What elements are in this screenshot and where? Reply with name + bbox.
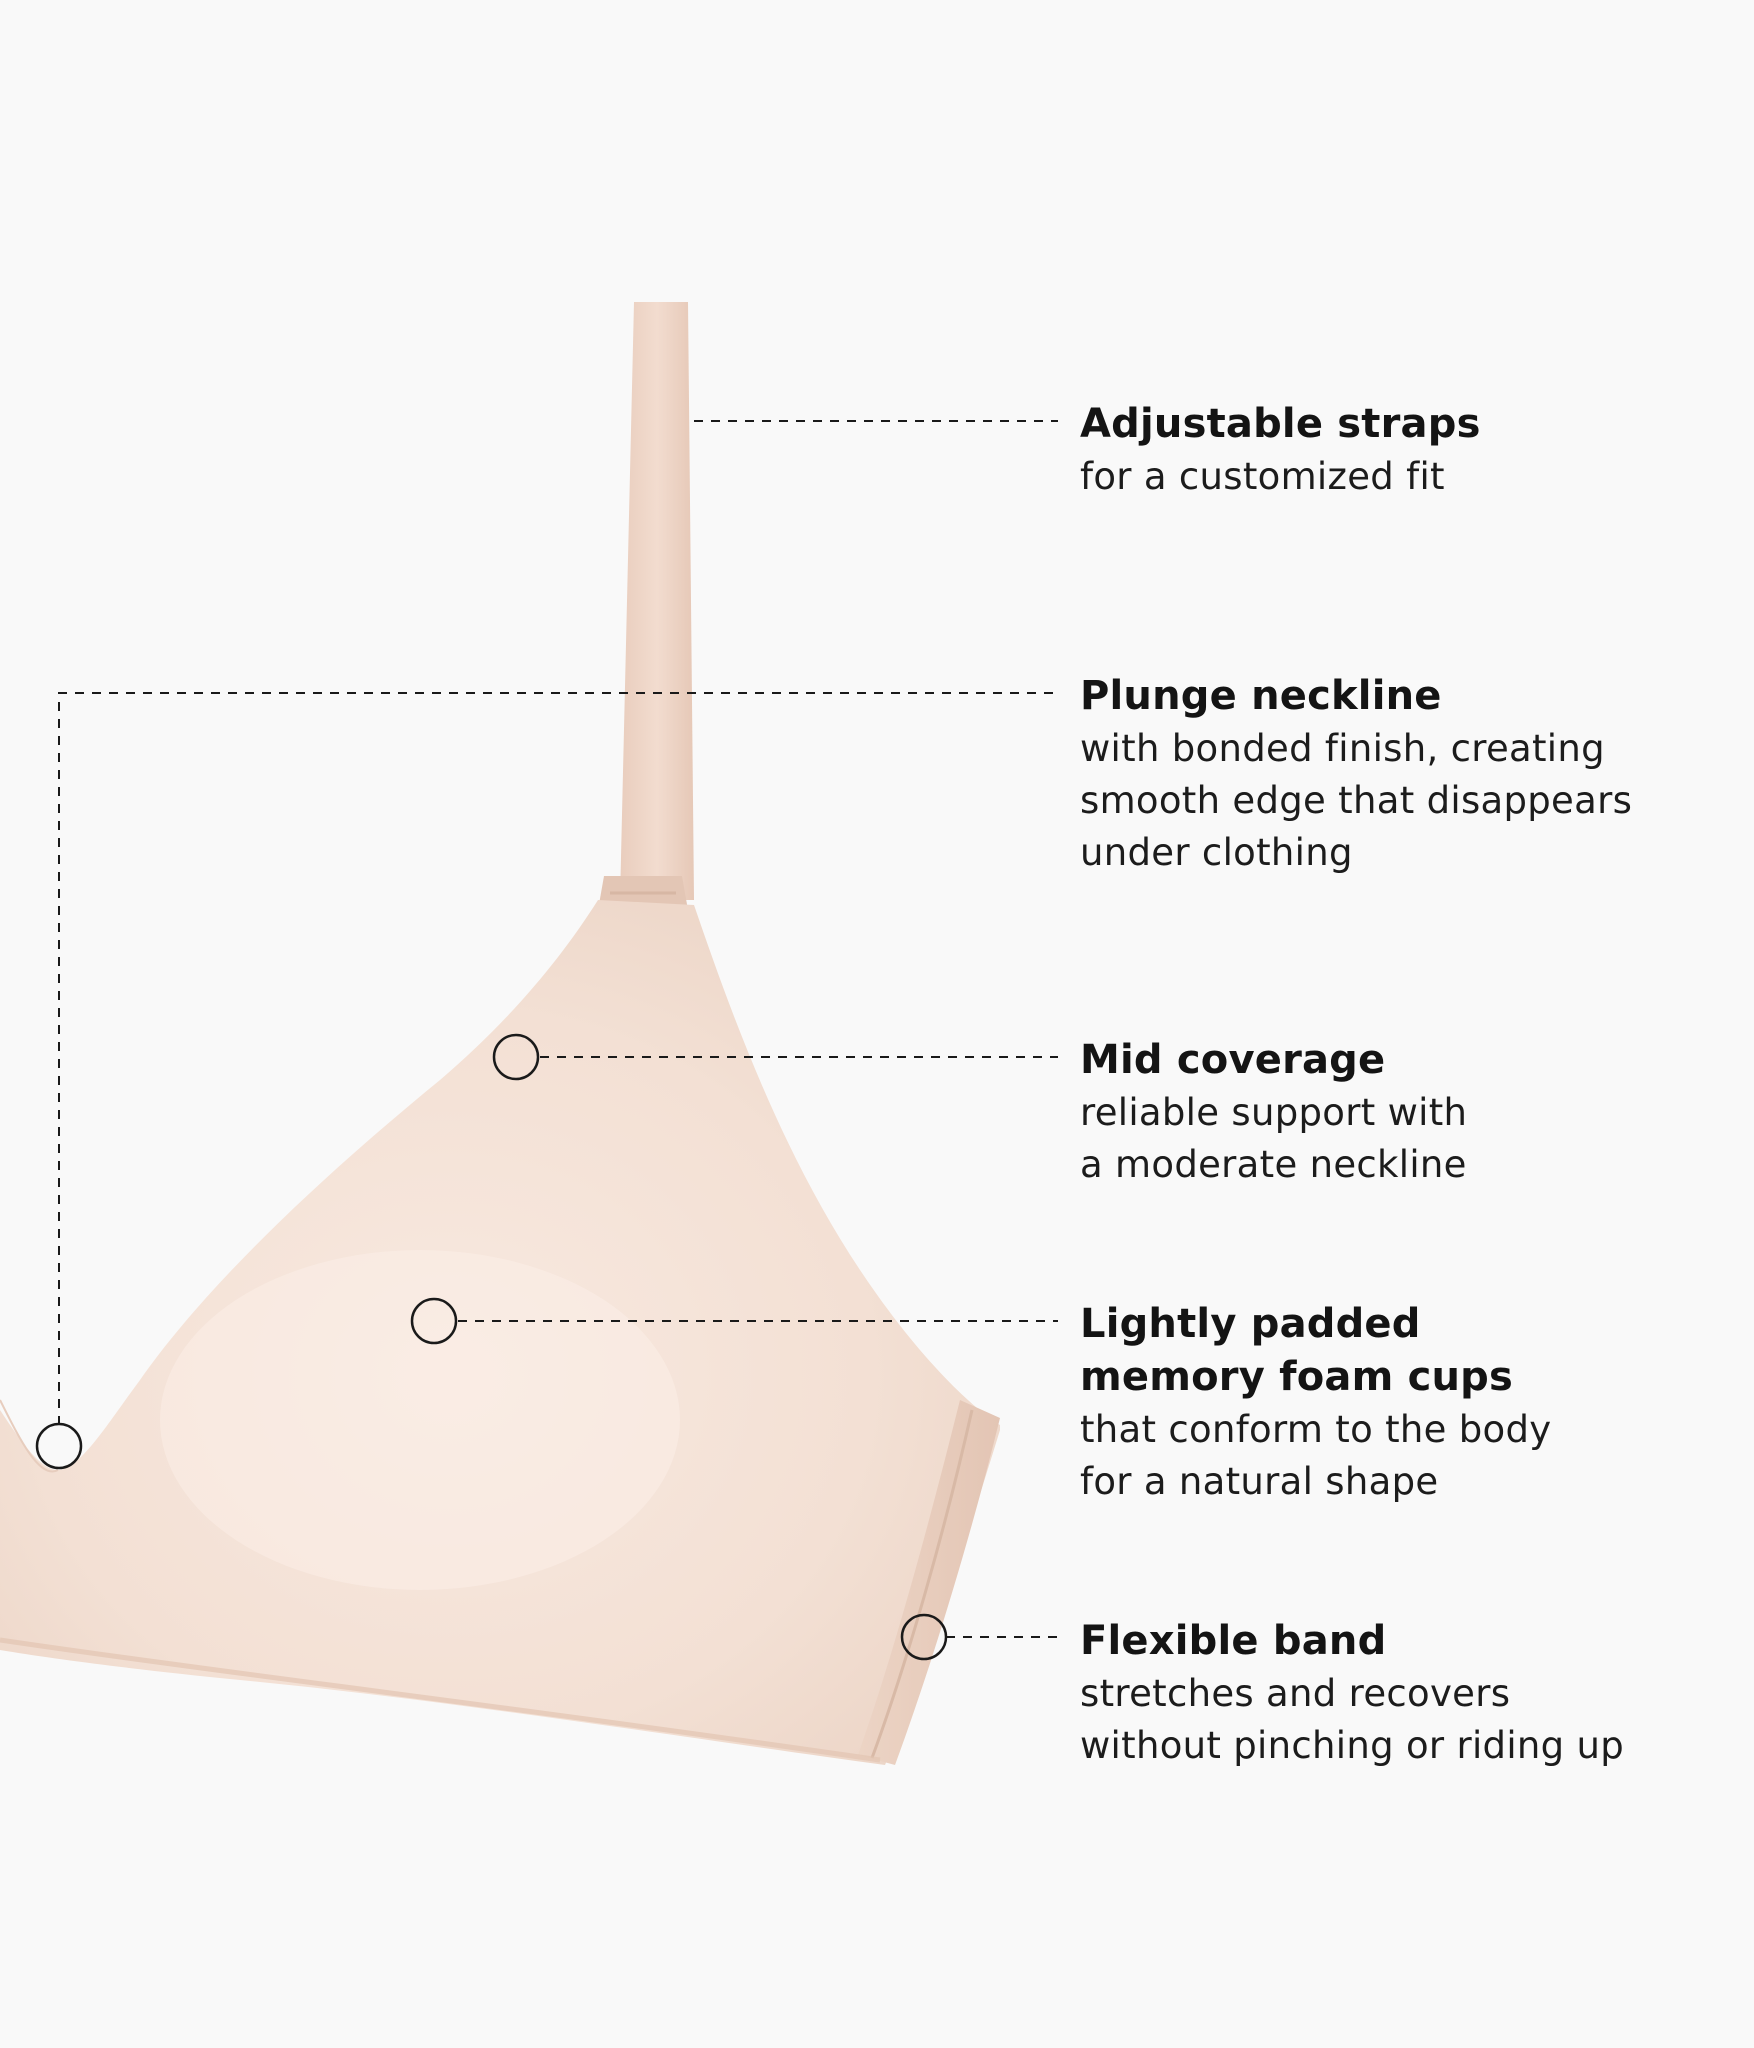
callout-description: stretches and recovers without pinching … — [1080, 1672, 1625, 1767]
callout-description: that conform to the body for a natural s… — [1080, 1408, 1552, 1503]
callout-description: for a customized fit — [1080, 455, 1445, 498]
callout-mid-coverage: Mid coverage reliable support with a mod… — [1080, 1034, 1720, 1191]
callout-title: Adjustable straps — [1080, 401, 1481, 447]
strap-shape — [620, 302, 694, 900]
callout-title: Flexible band — [1080, 1618, 1387, 1664]
callout-title: Lightly padded memory foam cups — [1080, 1301, 1514, 1400]
callout-description: reliable support with a moderate necklin… — [1080, 1091, 1468, 1186]
callout-title: Mid coverage — [1080, 1037, 1386, 1083]
leader-plunge-neckline — [58, 692, 1058, 1425]
hotspot-mid-coverage[interactable] — [492, 1033, 540, 1081]
callout-flexible-band: Flexible band stretches and recovers wit… — [1080, 1615, 1720, 1772]
callout-adjustable-straps: Adjustable straps for a customized fit — [1080, 398, 1720, 503]
leader-lines — [58, 420, 1058, 1638]
hotspot-plunge-neckline[interactable] — [35, 1422, 83, 1470]
callout-title: Plunge neckline — [1080, 673, 1442, 719]
callout-lightly-padded: Lightly padded memory foam cups that con… — [1080, 1298, 1720, 1508]
hotspot-flexible-band[interactable] — [900, 1613, 948, 1661]
hotspot-markers — [35, 1033, 948, 1661]
hotspot-lightly-padded[interactable] — [410, 1297, 458, 1345]
callout-plunge-neckline: Plunge neckline with bonded finish, crea… — [1080, 670, 1720, 879]
callout-description: with bonded finish, creating smooth edge… — [1080, 727, 1633, 874]
